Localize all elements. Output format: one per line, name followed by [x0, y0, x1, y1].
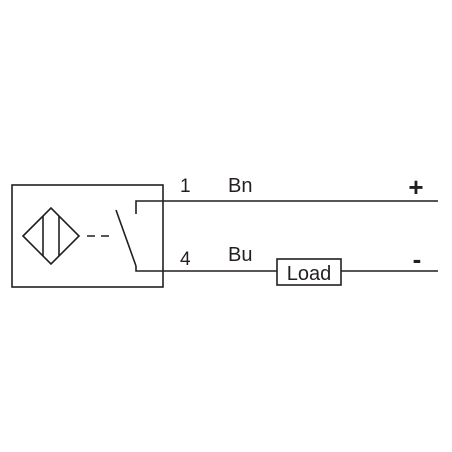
- switch-contact-icon: [115, 202, 137, 267]
- pin-number-1: 1: [180, 176, 191, 197]
- load-label: Load: [287, 263, 332, 285]
- polarity-negative: -: [413, 244, 422, 274]
- wire-code-bn: Bn: [228, 175, 252, 197]
- wire-code-bu: Bu: [228, 244, 252, 266]
- sensor-housing: [11, 184, 164, 288]
- pin-number-4: 4: [180, 249, 191, 270]
- wire-blue: [135, 266, 277, 272]
- inductive-sensor-icon: [21, 206, 81, 266]
- wire-brown: [135, 200, 438, 202]
- polarity-positive: +: [408, 172, 423, 202]
- load-box: [276, 258, 342, 286]
